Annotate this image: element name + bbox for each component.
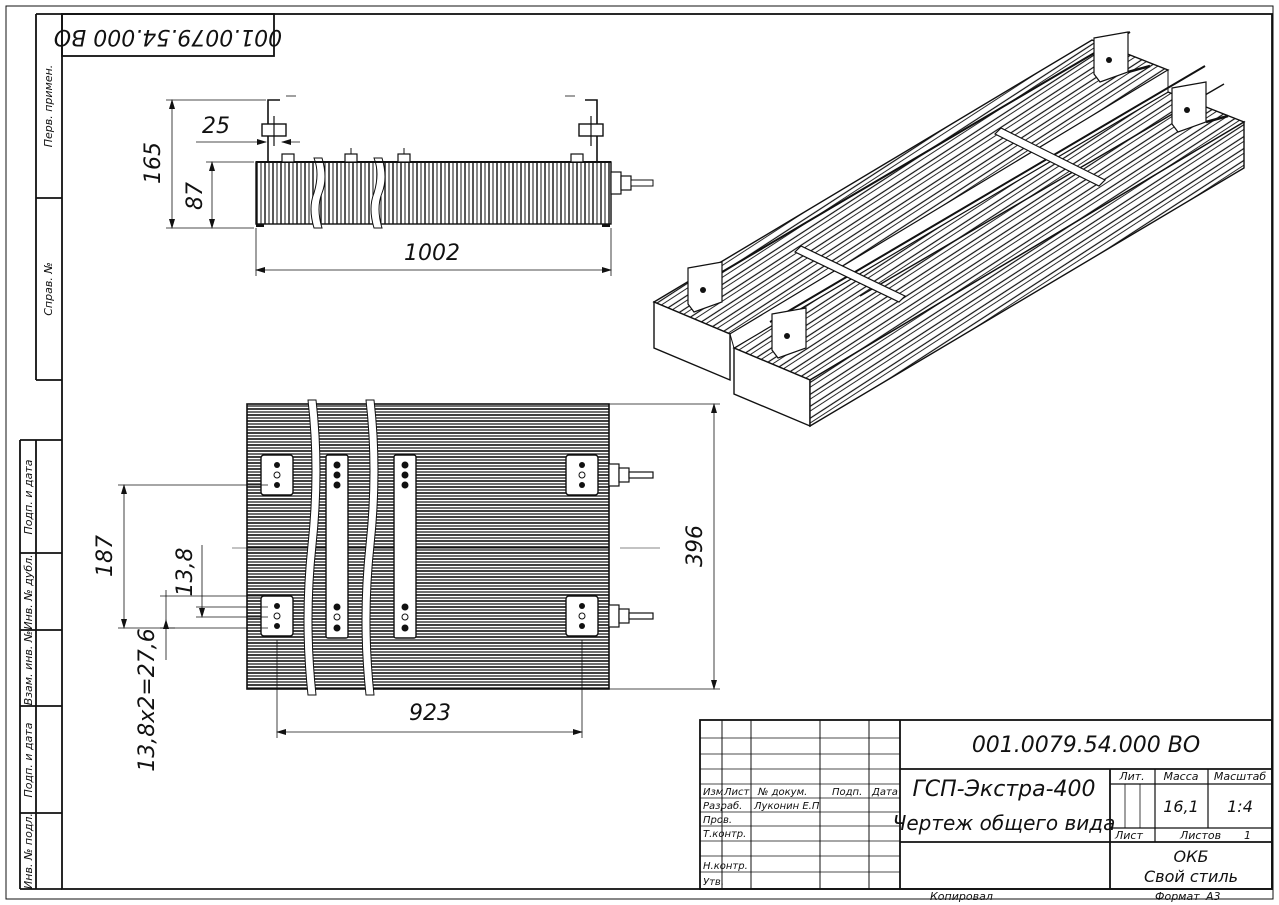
hdr-list: Лист — [723, 787, 751, 798]
top-view — [232, 399, 660, 696]
front-view — [255, 95, 654, 229]
side-label-vzam-inv: Взам. инв. № — [22, 631, 35, 706]
label-massa: Масса — [1163, 770, 1198, 783]
label-lit: Лит. — [1118, 770, 1144, 783]
dim-396: 396 — [683, 525, 708, 567]
role-prov: Пров. — [703, 815, 732, 826]
dim-25: 25 — [202, 114, 230, 139]
label-listov: Листов — [1179, 829, 1221, 842]
front-view-dimensions: 165 87 25 1002 — [141, 99, 612, 276]
value-listov: 1 — [1244, 829, 1251, 842]
dim-187: 187 — [93, 535, 118, 577]
org-line-1: ОКБ — [1174, 847, 1209, 866]
side-frame-labels: Перв. примен. Справ. № Подп. и дата Инв.… — [22, 65, 55, 889]
role-razrab-name: Луконин Е.П — [753, 801, 820, 812]
side-label-inv-podl: Инв. № подл. — [22, 813, 35, 889]
dim-923: 923 — [409, 701, 451, 726]
dim-87: 87 — [183, 182, 208, 210]
hdr-podp: Подп. — [832, 787, 862, 798]
hdr-dokum: № докум. — [757, 787, 807, 798]
value-masshtab: 1:4 — [1227, 797, 1253, 816]
hdr-izm: Изм — [703, 787, 724, 798]
document-code-stamp: 001.0079.54.000 ВО — [54, 13, 282, 57]
stamp-doc-code: 001.0079.54.000 ВО — [54, 24, 282, 49]
role-tkontr: Т.контр. — [703, 829, 746, 840]
side-label-podp-data-1: Подп. и дата — [22, 459, 35, 534]
value-format: А3 — [1205, 890, 1221, 903]
value-massa: 16,1 — [1163, 797, 1199, 816]
title-block: 001.0079.54.000 ВО ГСП-Экстра-400 Чертеж… — [699, 719, 1273, 890]
sheet-frame — [5, 5, 1274, 900]
label-format: Формат — [1155, 890, 1200, 903]
isometric-view — [652, 31, 1246, 428]
org-line-2: Свой стиль — [1144, 867, 1238, 886]
dim-13-8: 13,8 — [173, 548, 198, 597]
hdr-data: Дата — [871, 787, 898, 798]
side-label-inv-dubl: Инв. № дубл. — [22, 554, 35, 629]
title-doc-title: Чертеж общего вида — [893, 811, 1116, 835]
top-view-dimensions: 187 13,8 13,8х2=27,6 396 923 — [93, 403, 720, 772]
role-razrab: Разраб. — [703, 800, 742, 812]
role-nkontr: Н.контр. — [703, 861, 748, 872]
role-utv: Утв. — [703, 877, 724, 888]
side-label-perv-primen: Перв. примен. — [42, 65, 55, 148]
dim-165: 165 — [141, 142, 166, 184]
dim-1002: 1002 — [404, 241, 460, 266]
label-masshtab: Масштаб — [1214, 770, 1266, 783]
dim-13-8x2: 13,8х2=27,6 — [135, 628, 160, 771]
label-list: Лист — [1114, 829, 1143, 842]
title-doc-code: 001.0079.54.000 ВО — [972, 733, 1200, 758]
title-product: ГСП-Экстра-400 — [912, 777, 1095, 802]
side-label-podp-data-2: Подп. и дата — [22, 722, 35, 797]
label-kopiroval: Копировал — [930, 890, 993, 903]
side-label-sprav: Справ. № — [42, 262, 55, 316]
